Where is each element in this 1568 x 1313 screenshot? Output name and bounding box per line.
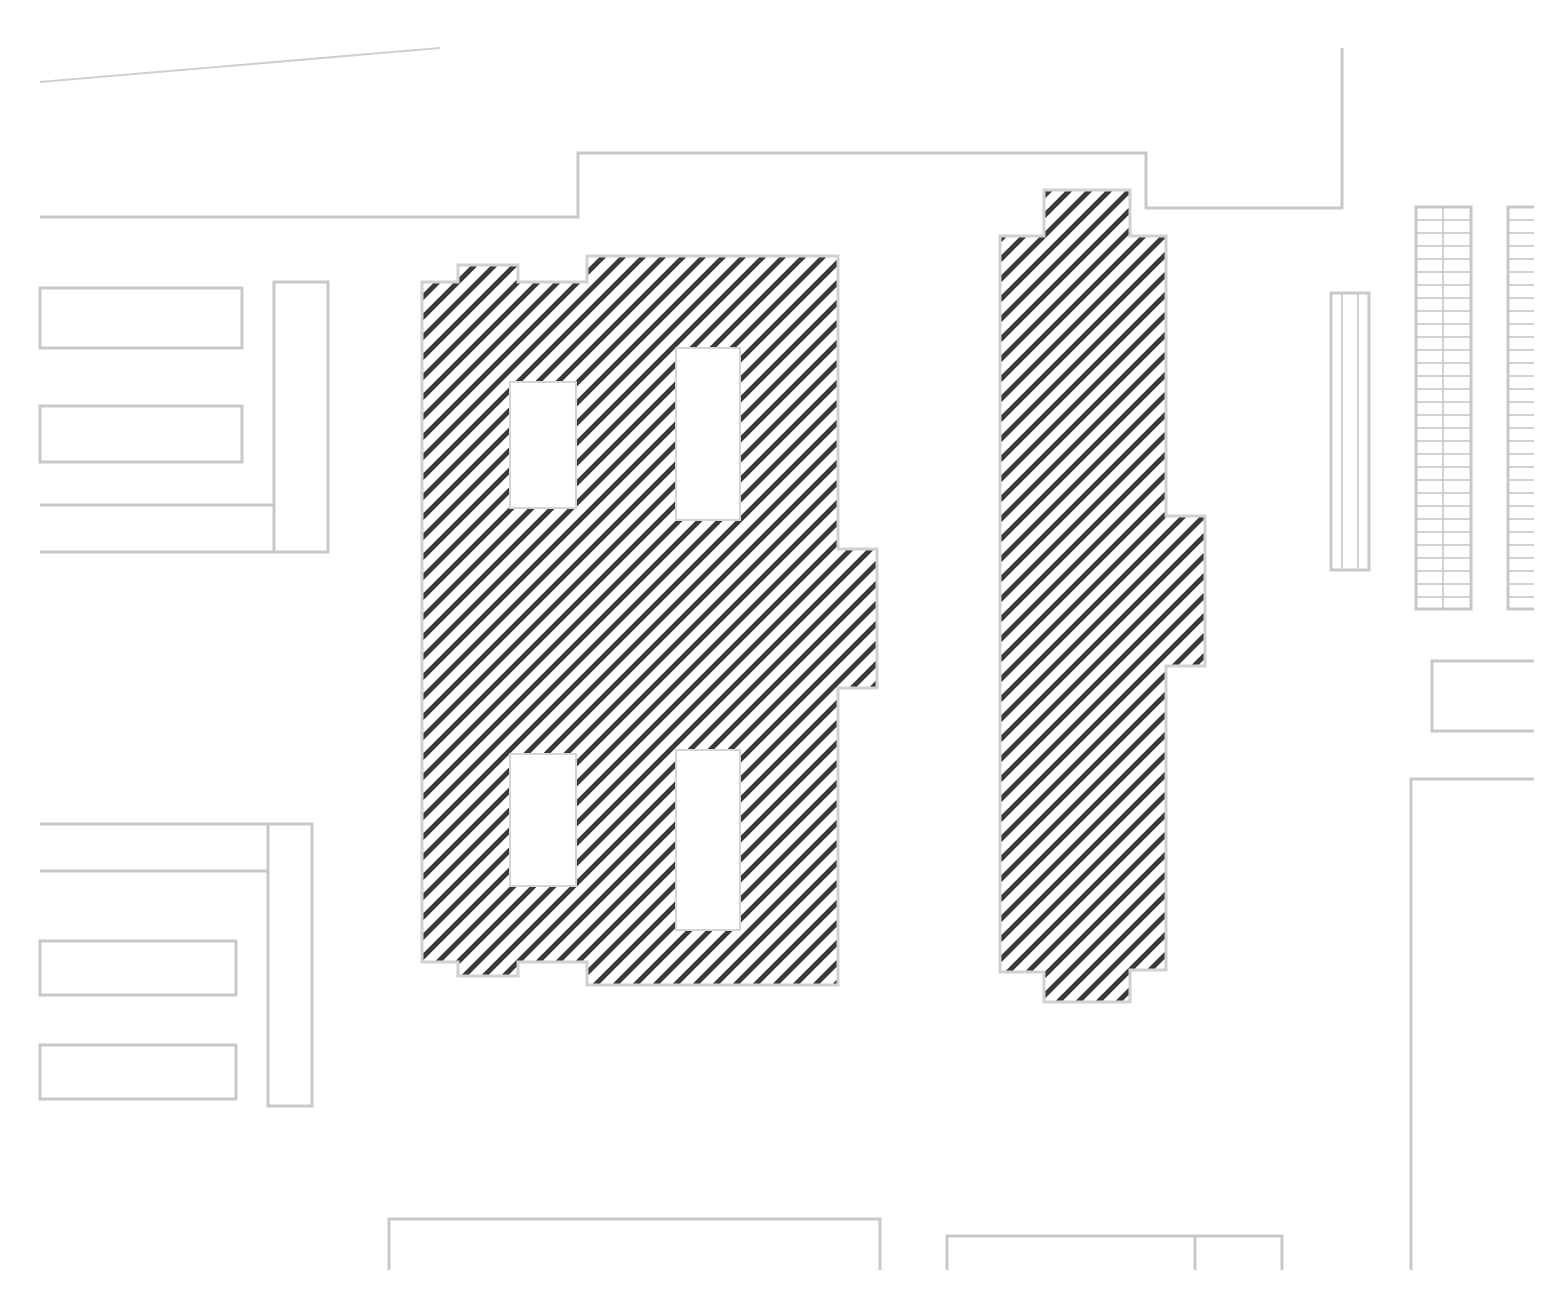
- striped-strip-1: [1414, 205, 1473, 611]
- courtyard-2: [675, 347, 741, 521]
- row-building-left-bottom-3: [38, 1043, 238, 1101]
- street-boundary-top: [40, 48, 1344, 219]
- row-building-left-top-1: [38, 286, 244, 350]
- row-building-left-bottom-2: [38, 939, 238, 997]
- highlighted-building-2[interactable]: [998, 188, 1207, 1004]
- highlighted-building-1[interactable]: [420, 254, 879, 987]
- row-building-left-top-connector: [272, 280, 330, 554]
- narrow-building-right: [1329, 291, 1371, 572]
- narrow-building-outer: [1329, 291, 1371, 572]
- building-right-large: [1409, 777, 1534, 1270]
- highlighted-building-2-footprint[interactable]: [998, 188, 1207, 1004]
- highlighted-building-1-footprint[interactable]: [420, 254, 879, 987]
- courtyard-3: [509, 753, 577, 887]
- row-building-left-bottom-1: [40, 822, 270, 873]
- building-group-left-top: [38, 280, 330, 554]
- striped-strip-2: [1506, 205, 1534, 611]
- building-bottom-1: [387, 1217, 882, 1270]
- courtyard-1: [509, 381, 577, 509]
- boundary-line-diagonal: [39, 47, 441, 83]
- building-right-small: [1430, 659, 1534, 733]
- row-building-left-top-3: [40, 503, 276, 554]
- row-building-left-bottom-connector: [266, 822, 314, 1108]
- courtyard-4: [675, 749, 741, 931]
- building-group-left-bottom: [38, 822, 314, 1108]
- striped-strip-2-outline: [1506, 205, 1534, 611]
- building-bottom-2: [945, 1234, 1284, 1270]
- row-building-left-top-2: [38, 404, 244, 464]
